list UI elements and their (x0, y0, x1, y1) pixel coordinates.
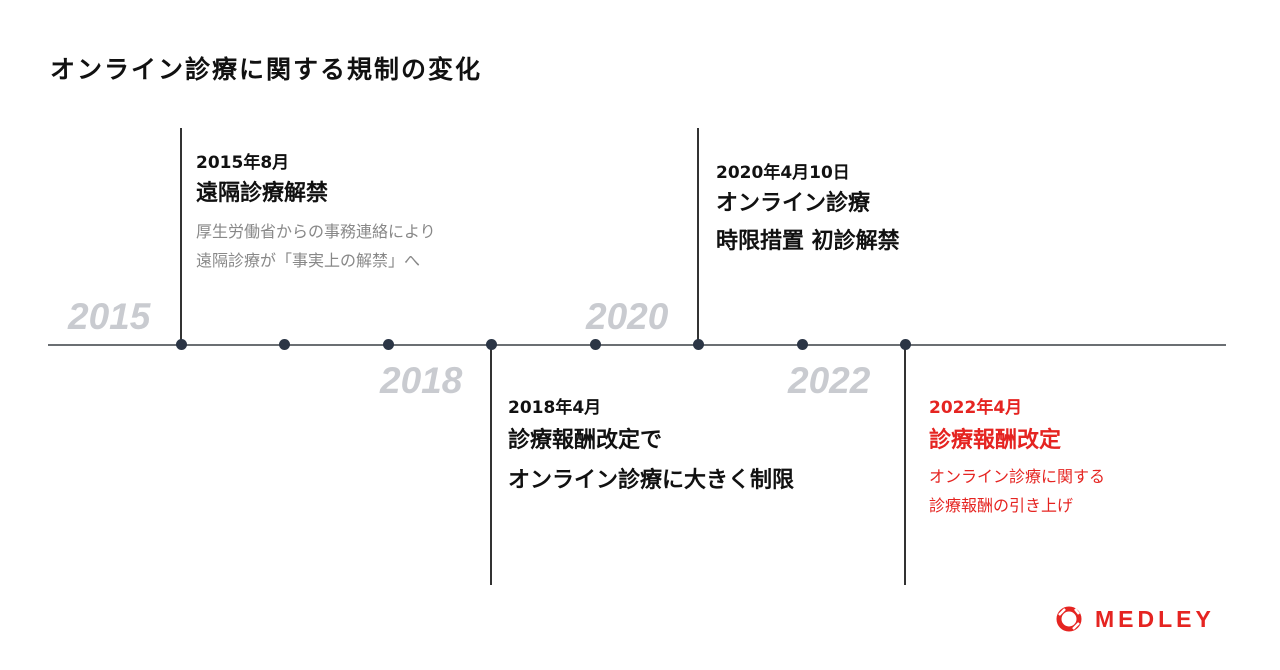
timeline-dot (382, 339, 394, 350)
year-label-2018: 2018 (380, 360, 463, 401)
event-2022: 2022年4月 診療報酬改定 オンライン診療に関する 診療報酬の引き上げ (929, 393, 1105, 520)
event-date: 2022年4月 (929, 398, 1023, 418)
timeline-dot (589, 339, 601, 350)
logo-text: MEDLEY (1095, 605, 1215, 632)
event-2020: 2020年4月10日 オンライン診療 時限措置 初診解禁 (716, 158, 900, 261)
event-heading: 遠隔診療解禁 (196, 181, 329, 206)
timeline-dot (278, 339, 290, 350)
page-title: オンライン診療に関する規制の変化 (50, 55, 483, 84)
event-description: オンライン診療に関する (929, 467, 1106, 486)
event-heading: 診療報酬改定で (508, 428, 663, 453)
connector-2022 (904, 345, 906, 585)
medley-logo: MEDLEY (1055, 605, 1215, 633)
event-description: 厚生労働省からの事務連絡により (196, 222, 436, 241)
year-label-2020: 2020 (586, 296, 669, 337)
event-heading: 時限措置 初診解禁 (716, 229, 900, 254)
event-2015: 2015年8月 遠隔診療解禁 厚生労働省からの事務連絡により 遠隔診療が「事実上… (196, 148, 436, 275)
event-date: 2015年8月 (196, 153, 290, 173)
event-description: 診療報酬の引き上げ (929, 496, 1074, 515)
timeline-dot (899, 339, 911, 350)
timeline-axis (48, 344, 1226, 346)
connector-2018 (490, 345, 492, 585)
event-heading: オンライン診療 (716, 191, 871, 216)
timeline-dot (175, 339, 187, 350)
connector-2020 (697, 128, 699, 345)
timeline-dot (692, 339, 704, 350)
event-description: 遠隔診療が「事実上の解禁」へ (196, 251, 421, 270)
medley-logo-icon (1056, 606, 1082, 632)
year-label-2015: 2015 (68, 296, 151, 337)
timeline-dot (485, 339, 497, 350)
event-heading: オンライン診療に大きく制限 (508, 468, 795, 493)
year-label-2022: 2022 (788, 360, 871, 401)
connector-2015 (180, 128, 182, 345)
event-date: 2020年4月10日 (716, 163, 850, 183)
event-2018: 2018年4月 診療報酬改定で オンライン診療に大きく制限 (508, 393, 794, 500)
event-heading: 診療報酬改定 (929, 428, 1062, 453)
timeline-dot (796, 339, 808, 350)
event-date: 2018年4月 (508, 398, 602, 418)
